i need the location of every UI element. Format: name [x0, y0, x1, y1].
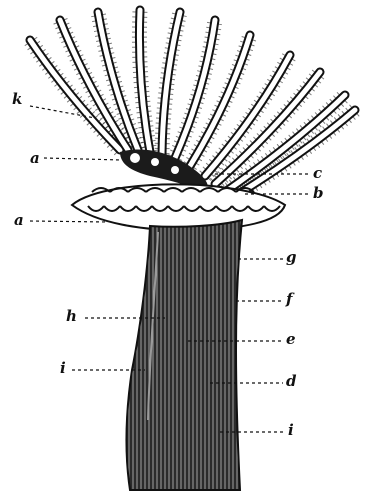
label-d: d [286, 374, 297, 389]
label-f: f [286, 292, 292, 307]
label-h: h [66, 309, 77, 324]
collar-spot [171, 166, 179, 174]
label-a-lower: a [14, 213, 24, 228]
label-e: e [286, 332, 296, 347]
label-c: c [313, 166, 322, 181]
label-g: g [286, 250, 297, 265]
stalk-body [126, 220, 242, 490]
label-b: b [313, 186, 324, 201]
label-i-right: i [288, 423, 294, 438]
label-i-left: i [60, 361, 66, 376]
collar-spot [151, 158, 159, 166]
label-a-upper: a [30, 151, 40, 166]
label-k: k [12, 92, 22, 107]
collar-spot [130, 153, 140, 163]
